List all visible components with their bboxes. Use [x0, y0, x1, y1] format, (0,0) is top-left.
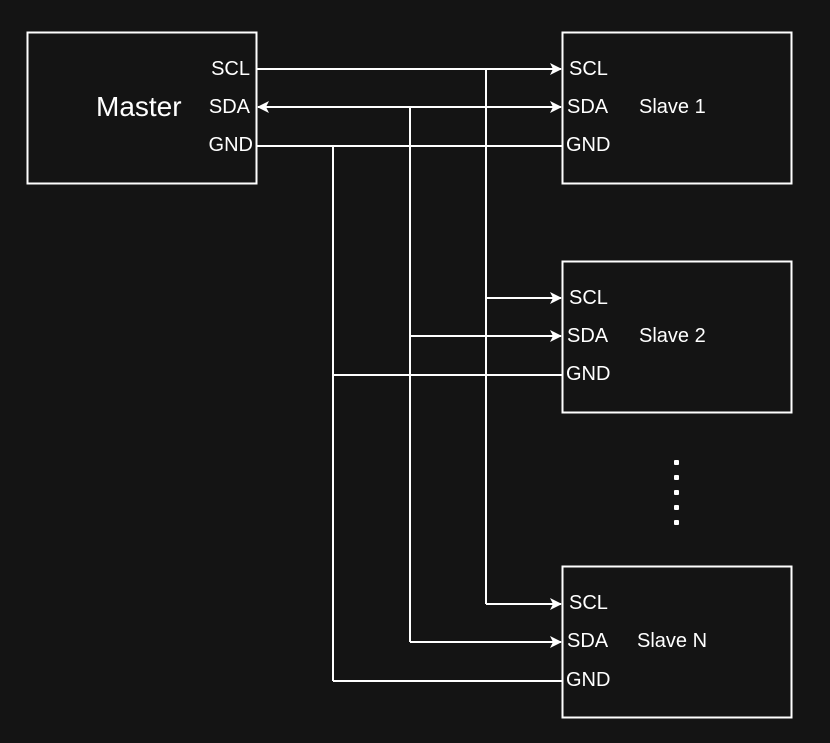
slave-n-title: Slave N [637, 630, 708, 652]
slave-1-sda-label: SDA [567, 96, 609, 118]
slave-2-sda-label: SDA [567, 325, 609, 347]
slave-2-scl-label: SCL [569, 287, 608, 309]
master-box [26, 31, 258, 185]
slave-2-gnd-label: GND [566, 363, 611, 385]
slave-n-scl-label: SCL [569, 592, 608, 614]
slave-1-box [561, 31, 793, 185]
slave-n-sda-label: SDA [567, 630, 609, 652]
slave-2-title: Slave 2 [639, 325, 706, 347]
slave-n-gnd-label: GND [566, 669, 611, 691]
slave-1-scl-label: SCL [569, 58, 608, 80]
ellipsis-dot [674, 490, 679, 495]
master-sda-label: SDA [208, 96, 250, 118]
ellipsis-dot [674, 505, 679, 510]
ellipsis-dot [674, 460, 679, 465]
master-title: Master [96, 91, 182, 122]
slave-1-title: Slave 1 [639, 96, 706, 118]
slave-2-box [561, 260, 793, 414]
master-gnd-label: GND [208, 134, 253, 156]
master-scl-label: SCL [211, 58, 250, 80]
ellipsis-dot [674, 475, 679, 480]
slave-n-box [561, 565, 793, 719]
slave-1-gnd-label: GND [566, 134, 611, 156]
ellipsis-dot [674, 520, 679, 525]
